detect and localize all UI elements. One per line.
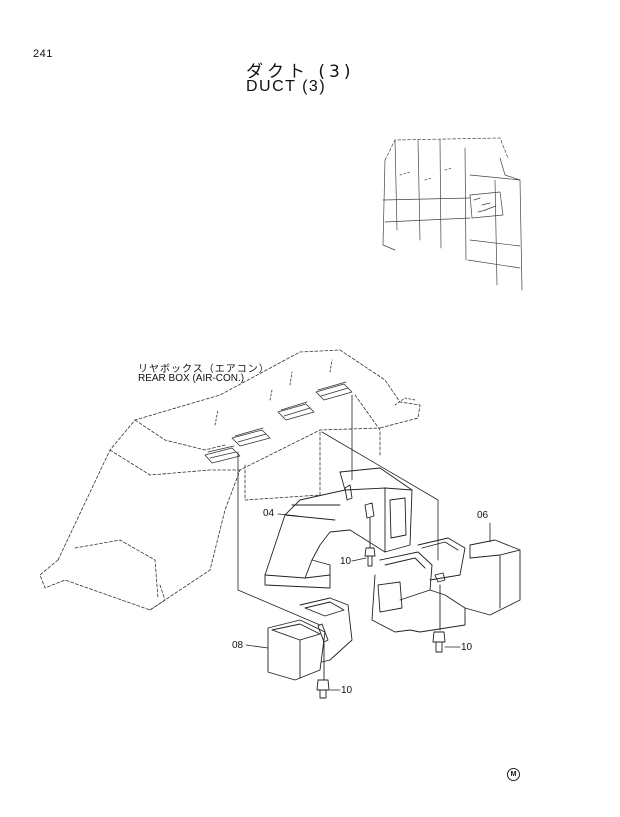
page-number: 241: [33, 48, 53, 60]
rear-box-air-con: [39, 349, 421, 611]
part-number-10: 10: [340, 556, 352, 567]
rear-box-label: REAR BOX (AIR-CON.): [138, 373, 245, 384]
duct-part-06: [371, 537, 521, 633]
part-number-04: 04: [263, 508, 275, 519]
leader-lines: [245, 513, 491, 691]
rear-box-label-japanese: リヤボックス（エアコン）: [138, 364, 270, 375]
page-title: DUCT (3): [246, 78, 327, 95]
machine-overview-sketch: [382, 137, 523, 291]
part-number-08: 08: [232, 640, 244, 651]
bolt-part-10: [316, 547, 446, 699]
part-number-10: 10: [341, 685, 353, 696]
duct-part-08: [267, 597, 353, 681]
manufacturer-mark-icon: M: [507, 768, 520, 781]
duct-part-04: [264, 467, 413, 589]
part-number-10: 10: [461, 642, 473, 653]
part-number-06: 06: [477, 510, 489, 521]
page-title-japanese: ダクト (3): [246, 62, 355, 82]
